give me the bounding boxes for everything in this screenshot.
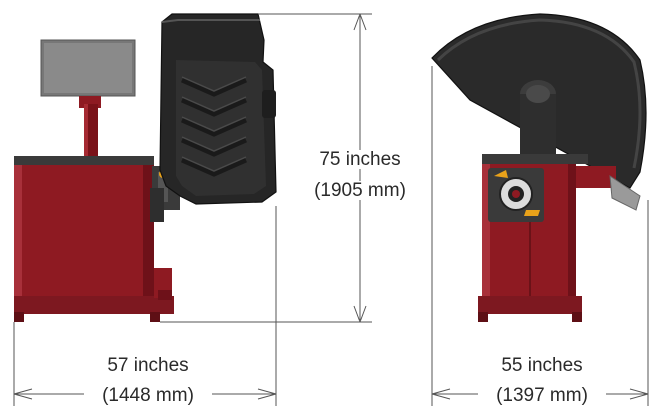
front-width-mm: (1448 mm): [102, 385, 194, 406]
front-width-inches: 57 inches: [107, 355, 189, 376]
side-width-inches: 55 inches: [501, 355, 583, 376]
base-frame: [14, 296, 174, 314]
side-width-label: 55 inches: [480, 356, 604, 375]
height-mm: (1905 mm): [314, 180, 406, 201]
height-inches: 75 inches: [319, 149, 401, 170]
side-width-mm-label: (1397 mm): [478, 386, 606, 405]
height-mm-label: (1905 mm): [298, 181, 422, 200]
front-width-label: 57 inches: [86, 356, 210, 375]
tire-tread: [180, 77, 248, 177]
front-width-mm-label: (1448 mm): [84, 386, 212, 405]
front-view: [14, 13, 277, 322]
top-tray: [14, 156, 154, 166]
side-view: [431, 13, 647, 322]
side-width-mm: (1397 mm): [496, 385, 588, 406]
cabinet: [14, 165, 154, 300]
height-label: 75 inches: [303, 150, 417, 169]
cabinet-side: [482, 154, 588, 164]
